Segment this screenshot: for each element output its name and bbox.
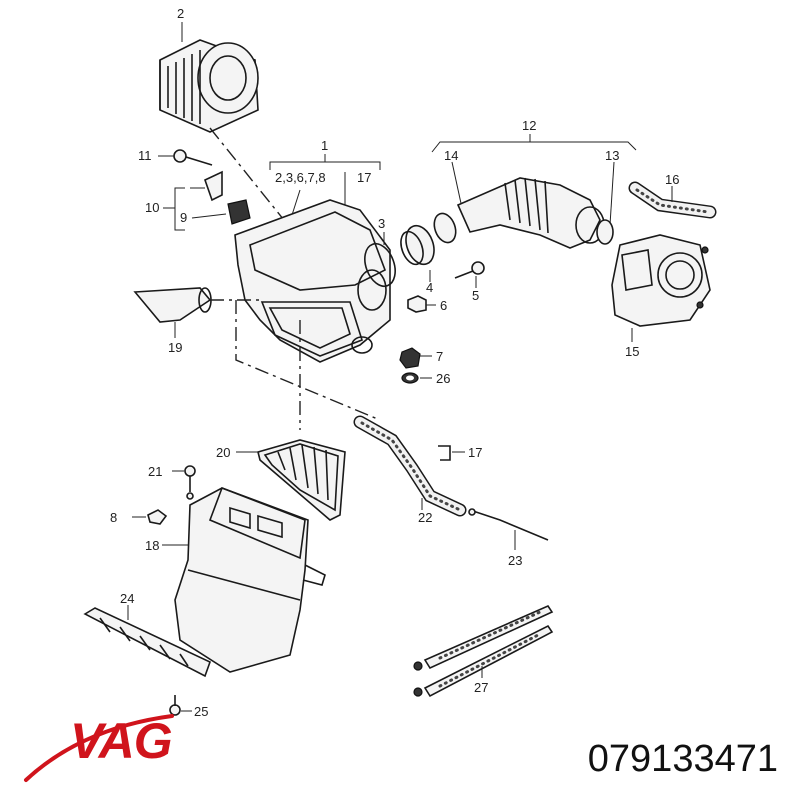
callout-24: 24 [120, 591, 134, 606]
callout-8: 22 [418, 510, 432, 525]
callout-6: 6 [440, 298, 447, 313]
hose-16 [628, 181, 717, 219]
callout-21: 18 [145, 538, 159, 553]
clip-17 [438, 445, 451, 461]
lower-housing-21 [174, 486, 326, 673]
callout-22: 21 [148, 464, 162, 479]
vacuum-hose-8 [353, 415, 467, 517]
clamp-4 [400, 212, 457, 266]
callout-16: 16 [665, 172, 679, 187]
callout-19: 19 [168, 340, 182, 355]
callout-1-17: 17 [357, 170, 371, 185]
callout-27: 27 [474, 680, 488, 695]
screw-22 [184, 465, 196, 500]
callout-11: 11 [138, 148, 152, 163]
callout-14: 14 [444, 148, 458, 163]
callout-12: 12 [522, 118, 536, 133]
callout-7: 7 [436, 349, 443, 364]
intake-pipe-14 [456, 177, 614, 249]
air-filter-cartridge [159, 39, 259, 133]
grille-24 [83, 607, 211, 678]
clip-10 [204, 170, 223, 202]
screw-25 [169, 695, 181, 716]
callout-2: 2 [177, 6, 184, 21]
callout-26: 26 [436, 371, 450, 386]
cable-ties-27 [413, 604, 554, 698]
throttle-body-15 [611, 234, 711, 327]
callout-13: 13 [605, 148, 619, 163]
sensor-6 [407, 295, 427, 313]
air-snorkel-19 [133, 287, 212, 323]
callout-18: 23 [508, 553, 522, 568]
callout-5: 5 [472, 288, 479, 303]
callout-4: 4 [426, 280, 433, 295]
callout-9: 9 [180, 210, 187, 225]
callout-1-sub: 2,3,6,7,8 [275, 170, 326, 185]
nut-23 [147, 509, 168, 525]
filter-insert-20 [257, 439, 346, 521]
callout-15: 15 [625, 344, 639, 359]
callout-10: 10 [145, 200, 159, 215]
air-filter-housing [234, 199, 391, 363]
callout-17: 17 [468, 445, 482, 460]
vag-logo [24, 714, 174, 782]
screw-5 [454, 261, 485, 279]
seal-ring-3 [364, 242, 396, 288]
callout-25: 25 [194, 704, 208, 719]
screw-11 [173, 149, 213, 166]
o-ring-26 [401, 372, 419, 384]
callout-20: 20 [216, 445, 230, 460]
grommet-9 [227, 199, 251, 225]
tube-18 [468, 508, 549, 541]
callout-3: 3 [378, 216, 385, 231]
part-number: 079133471 [587, 738, 778, 780]
callout-1: 1 [321, 138, 328, 153]
valve-7 [399, 347, 421, 369]
callout-23: 8 [110, 510, 117, 525]
vag-logo-text: VAG [70, 713, 173, 769]
